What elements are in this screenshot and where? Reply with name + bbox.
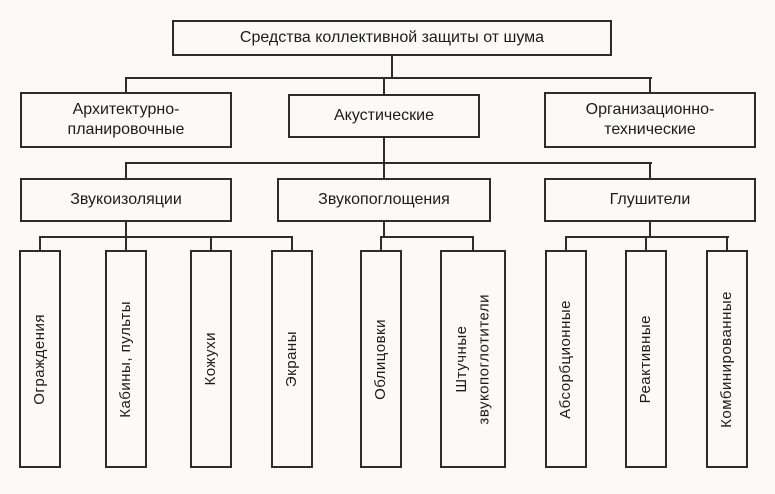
node-label: Архитектурно- планировочные — [67, 101, 185, 138]
node-collective-noise-protection: Средства коллективной защиты от шума — [172, 20, 612, 56]
node-facings: Облицовки — [360, 250, 402, 468]
connector — [125, 162, 127, 178]
node-label: Звукоизоляции — [70, 191, 182, 208]
node-architectural-planning: Архитектурно- планировочные — [20, 92, 232, 148]
node-mufflers: Глушители — [544, 178, 756, 222]
connector — [39, 236, 41, 250]
node-label: Глушители — [609, 191, 691, 208]
node-combined-mufflers: Комбинированные — [706, 250, 748, 468]
node-piece-sound-absorbers: Штучные звукопоглотители — [440, 250, 506, 468]
node-label: Кабины, пульты — [116, 300, 134, 418]
node-casings: Кожухи — [190, 250, 232, 468]
connector — [380, 236, 474, 238]
node-label: Организационно- технические — [585, 101, 715, 138]
node-label: Звукопоглощения — [318, 191, 450, 208]
node-sound-insulation: Звукоизоляции — [20, 178, 232, 222]
connector — [39, 236, 293, 238]
connector — [210, 236, 212, 250]
node-acoustic: Акустические — [288, 94, 480, 138]
connector — [125, 222, 127, 236]
connector — [125, 77, 127, 92]
node-label: Средства коллективной защиты от шума — [239, 29, 545, 46]
connector — [649, 77, 651, 92]
node-label: Облицовки — [371, 318, 389, 400]
node-organizational-technical: Организационно- технические — [544, 92, 756, 148]
connector — [391, 56, 393, 77]
connector — [649, 222, 651, 236]
connector — [383, 138, 385, 162]
node-label: Абсорбционные — [556, 299, 574, 419]
connector — [565, 236, 567, 250]
connector — [649, 162, 651, 178]
node-label: Кожухи — [201, 332, 219, 386]
node-label: Экраны — [282, 330, 300, 388]
connector — [125, 162, 652, 164]
node-label: Акустические — [333, 107, 434, 124]
node-enclosures: Ограждения — [19, 250, 61, 468]
connector — [125, 77, 652, 79]
node-label: Комбинированные — [717, 290, 735, 428]
connector — [383, 222, 385, 236]
connector — [645, 236, 647, 250]
connector — [472, 236, 474, 250]
node-absorption-mufflers: Абсорбционные — [545, 250, 587, 468]
node-label: Штучные звукопоглотители — [452, 293, 493, 425]
node-label: Ограждения — [30, 313, 48, 405]
connector — [726, 236, 728, 250]
node-sound-absorption: Звукопоглощения — [277, 178, 491, 222]
connector — [383, 162, 385, 178]
node-screens: Экраны — [271, 250, 313, 468]
connector — [125, 236, 127, 250]
node-label: Реактивные — [636, 314, 654, 404]
connector — [291, 236, 293, 250]
connector — [380, 236, 382, 250]
node-cabins-consoles: Кабины, пульты — [105, 250, 147, 468]
connector — [565, 236, 729, 238]
connector — [383, 77, 385, 94]
node-reactive-mufflers: Реактивные — [625, 250, 667, 468]
